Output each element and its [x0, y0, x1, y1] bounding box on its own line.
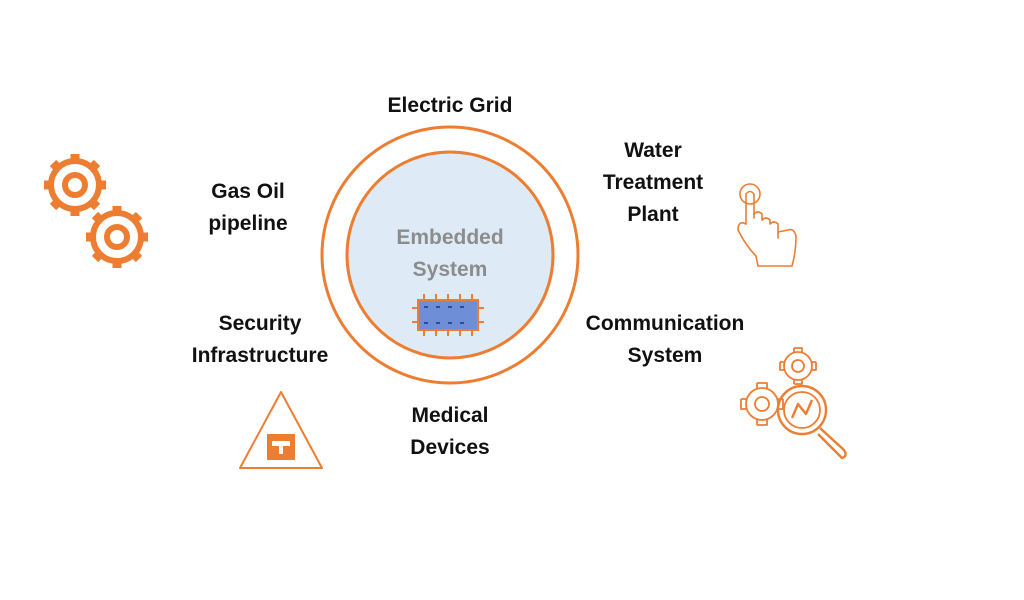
center-label-line2: System [412, 258, 488, 281]
center-label-line1: Embedded [396, 226, 504, 249]
label-communication-line2: System [627, 344, 703, 367]
label-gas-oil: Gas Oil pipeline [178, 176, 318, 240]
warning-triangle-icon [239, 391, 323, 469]
hand-touch-icon [737, 183, 797, 267]
label-electric-grid: Electric Grid [350, 90, 550, 122]
label-medical: Medical Devices [380, 400, 520, 464]
label-water-line2: Treatment [602, 171, 704, 194]
label-water-line1: Water [624, 139, 682, 162]
label-gas-oil-line2: pipeline [208, 212, 288, 235]
label-security-line2: Infrastructure [191, 344, 329, 367]
label-security: Security Infrastructure [170, 308, 350, 372]
inner-circle [345, 150, 555, 360]
label-gas-oil-line1: Gas Oil [211, 180, 285, 203]
center-label: Embedded System [360, 222, 540, 286]
gears-icon [44, 154, 148, 268]
chip-icon [412, 294, 484, 336]
outer-ring [320, 125, 580, 385]
label-communication: Communication System [570, 308, 760, 372]
label-communication-line1: Communication [585, 312, 745, 335]
gear-magnifier-icon [740, 347, 847, 460]
label-water-treatment: Water Treatment Plant [568, 135, 738, 231]
label-water-line3: Plant [627, 203, 679, 226]
label-electric-grid-line1: Electric Grid [387, 94, 513, 117]
label-security-line1: Security [218, 312, 302, 335]
label-medical-line1: Medical [411, 404, 489, 427]
label-medical-line2: Devices [410, 436, 490, 459]
